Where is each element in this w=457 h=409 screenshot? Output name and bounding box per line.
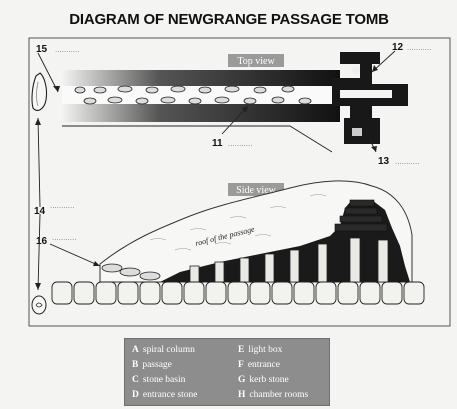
side-view-kerb-stones bbox=[52, 282, 424, 304]
label-14: 14 bbox=[34, 206, 46, 217]
legend-item: Elight box bbox=[231, 343, 331, 358]
answer-blank-13: ........... bbox=[395, 158, 419, 166]
top-view-upper-wall bbox=[62, 70, 340, 86]
legend-item: Dentrance stone bbox=[125, 388, 231, 403]
label-13: 13 bbox=[378, 156, 390, 167]
legend-item: Aspiral column bbox=[125, 343, 231, 358]
legend-item: Cstone basin bbox=[125, 373, 231, 388]
legend-item: Fentrance bbox=[231, 358, 331, 373]
legend-item: Hchamber rooms bbox=[231, 388, 331, 403]
label-11: 11 bbox=[212, 138, 223, 149]
answer-blank-16: ........... bbox=[52, 234, 76, 242]
top-view-basin bbox=[352, 128, 362, 136]
entrance-stone-drawing bbox=[32, 73, 47, 110]
top-view-passage bbox=[62, 86, 362, 104]
legend-box: Aspiral column Elight box Bpassage Fentr… bbox=[124, 338, 330, 406]
answer-blank-14: ........... bbox=[50, 202, 74, 210]
answer-blank-11: ........... bbox=[228, 140, 252, 148]
answer-blank-15: ........... bbox=[55, 46, 79, 54]
legend-item: Gkerb stone bbox=[231, 373, 331, 388]
answer-blank-12: ........... bbox=[407, 44, 431, 52]
pointer-14-down bbox=[38, 214, 40, 290]
pointer-14-up bbox=[38, 118, 40, 207]
label-15: 15 bbox=[36, 44, 48, 55]
top-view-lower-wall bbox=[62, 104, 340, 122]
label-12: 12 bbox=[392, 42, 404, 53]
top-view: Top view bbox=[62, 52, 408, 144]
legend-item: Bpassage bbox=[125, 358, 231, 373]
spiral-stone-drawing bbox=[32, 296, 46, 314]
label-16: 16 bbox=[36, 236, 48, 247]
diagram-title: DIAGRAM OF NEWGRANGE PASSAGE TOMB bbox=[69, 11, 389, 28]
top-view-chamber-niche bbox=[352, 66, 360, 74]
top-view-passage-end bbox=[340, 90, 392, 98]
pointer-16 bbox=[50, 244, 100, 266]
top-view-label: Top view bbox=[237, 56, 275, 67]
pointer-13-line bbox=[62, 126, 332, 152]
side-view: Side view roof of the passage bbox=[52, 181, 424, 304]
